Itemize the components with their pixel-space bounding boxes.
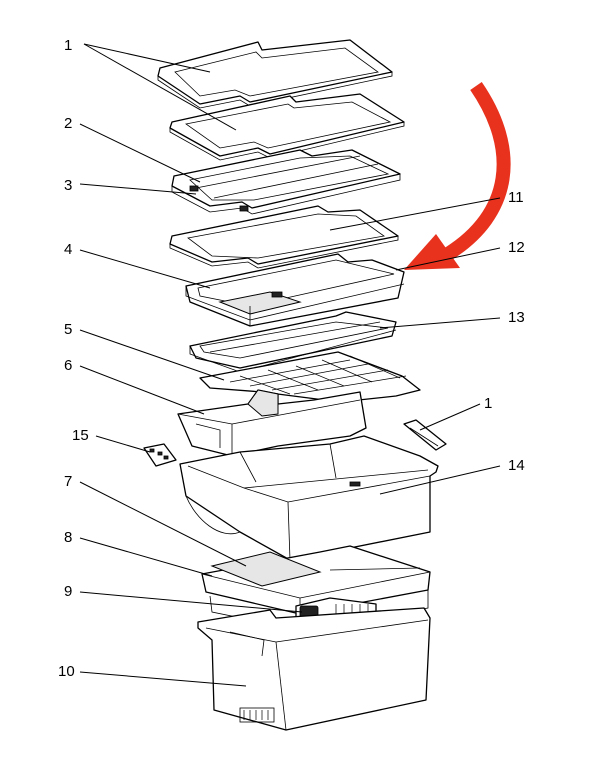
- bracket-15: [143, 443, 177, 467]
- leader-1a-second: [83, 43, 237, 131]
- callout-labels: 1 2 3 4 5 6 7 8 9 10 11 12 13 1 14 15: [58, 37, 525, 680]
- callout-4: 4: [64, 241, 72, 258]
- callout-13: 13: [508, 309, 525, 326]
- callout-5: 5: [64, 321, 72, 338]
- red-direction-arrow: [404, 82, 511, 270]
- callout-11: 11: [508, 189, 524, 206]
- callout-8: 8: [64, 529, 72, 546]
- upper-tray: [185, 253, 405, 327]
- leader-13: [379, 317, 501, 329]
- callout-7: 7: [64, 473, 72, 490]
- crisper-cover: [169, 205, 399, 269]
- callout-12: 12: [508, 239, 525, 256]
- grille-divider: [199, 351, 421, 403]
- callout-3: 3: [64, 177, 72, 194]
- leader-9: [79, 591, 303, 613]
- leader-12: [395, 247, 501, 271]
- glass-shelf-top: [157, 39, 393, 109]
- callout-1-right: 1: [484, 395, 492, 412]
- glass-shelf-second: [169, 93, 405, 161]
- leader-11: [329, 197, 501, 231]
- leader-5: [79, 329, 225, 381]
- callout-10: 10: [58, 663, 75, 680]
- leader-3: [79, 183, 197, 195]
- leader-10: [79, 671, 247, 687]
- callout-14: 14: [508, 457, 525, 474]
- leader-1b: [419, 403, 481, 431]
- leader-1a-top: [83, 43, 211, 73]
- large-crisper-drawer: [179, 435, 439, 561]
- leader-lines: [79, 43, 501, 687]
- callout-6: 6: [64, 357, 72, 374]
- leader-8: [79, 537, 213, 577]
- leader-15: [95, 435, 151, 453]
- callout-2: 2: [64, 115, 72, 132]
- shelf-frame: [171, 149, 401, 215]
- leader-4: [79, 249, 211, 289]
- callout-15: 15: [72, 427, 89, 444]
- callout-9: 9: [64, 583, 72, 600]
- slide-rail-tray: [189, 311, 397, 373]
- leader-7: [79, 481, 247, 567]
- leader-6: [79, 365, 205, 415]
- upper-crisper-drawer: [177, 389, 367, 457]
- leader-2: [79, 123, 201, 183]
- clip-right: [403, 419, 447, 451]
- callout-1-top: 1: [64, 37, 72, 54]
- leader-14: [379, 465, 501, 495]
- bottom-drawer: [197, 607, 431, 731]
